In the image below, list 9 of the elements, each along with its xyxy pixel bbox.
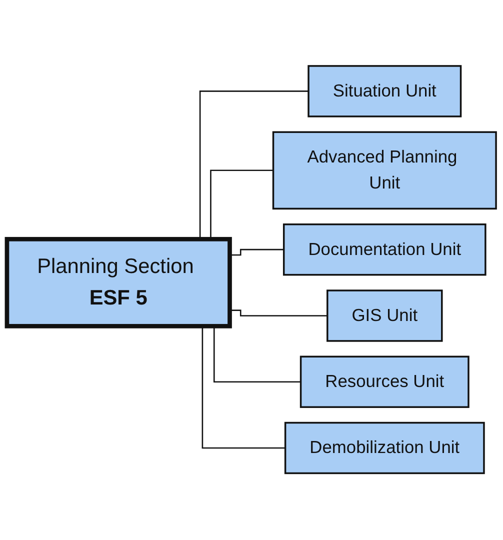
node-box: Resources Unit bbox=[300, 356, 470, 408]
node-box: GIS Unit bbox=[326, 290, 443, 342]
connector bbox=[230, 310, 328, 317]
node-box: Documentation Unit bbox=[282, 224, 486, 276]
node-box: Advanced Planning Unit bbox=[272, 132, 497, 210]
node-box: Situation Unit bbox=[308, 66, 462, 118]
connector bbox=[230, 249, 284, 256]
node-box: Planning Section ESF 5 bbox=[4, 237, 232, 329]
node-box: Demobilization Unit bbox=[284, 422, 485, 474]
